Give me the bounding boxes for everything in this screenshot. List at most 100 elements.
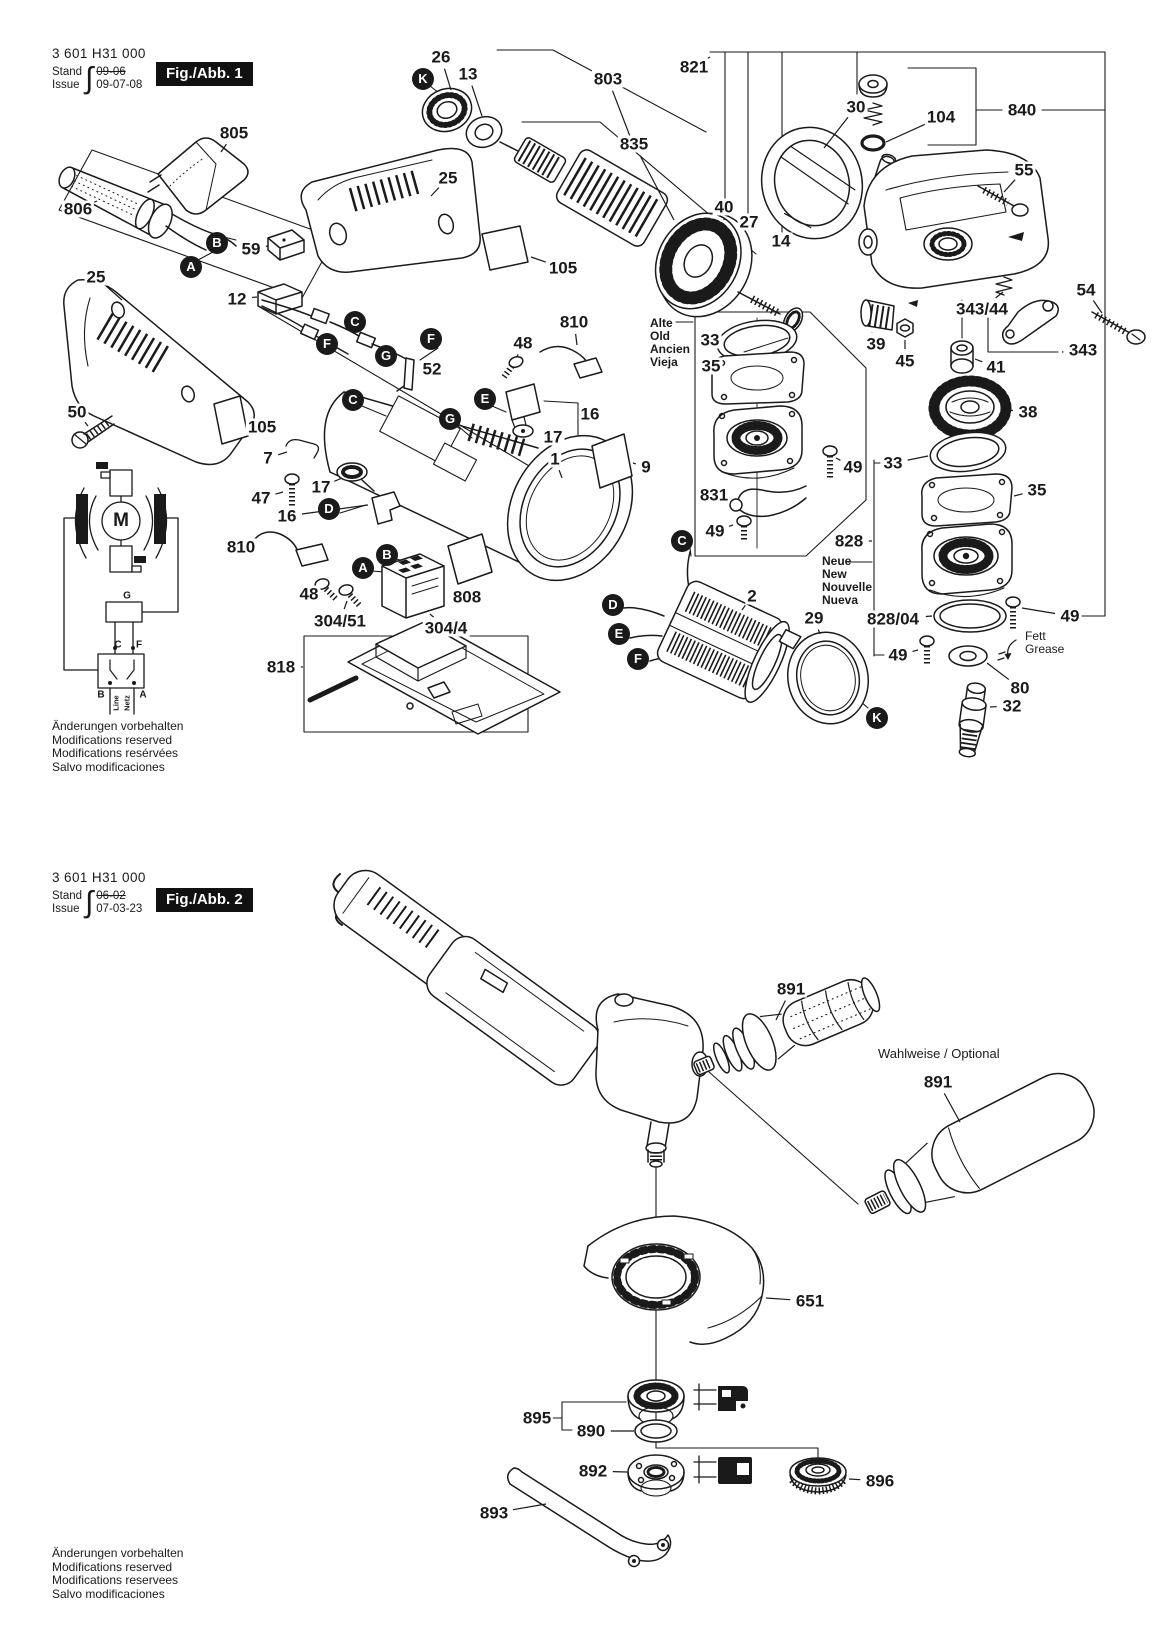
- fig1-callout-D: D: [318, 498, 340, 520]
- fig1-part-label-808: 808: [450, 587, 484, 607]
- fig1-part-label-55: 55: [1012, 160, 1036, 180]
- fig1-callout-G: G: [375, 345, 397, 367]
- fig2-part-label-891: 891: [921, 1072, 955, 1092]
- fig1-part-label-35: 35: [699, 356, 723, 376]
- note-line: Modifications reservees: [52, 1573, 179, 1587]
- fig2-part-label-893: 893: [477, 1503, 511, 1523]
- fig1-callout-A: A: [180, 256, 202, 278]
- note-line: Fett: [1025, 629, 1046, 643]
- fig2-figure-badge: Fig./Abb. 2: [156, 888, 253, 912]
- fig1-part-label-16: 16: [578, 404, 602, 424]
- fig1-part-label-805: 805: [217, 123, 251, 143]
- fig1-part-label-33: 33: [698, 330, 722, 350]
- fig1-part-label-25: 25: [436, 168, 460, 188]
- fig1-part-label-104: 104: [924, 107, 958, 127]
- fig1-part-label-49: 49: [841, 457, 865, 477]
- note-line: Salvo modificaciones: [52, 759, 165, 774]
- note-line: Old: [650, 329, 670, 343]
- fig1-part-label-41: 41: [984, 357, 1008, 377]
- fig1-part-label-29: 29: [802, 608, 826, 628]
- fig1-callout-E: E: [608, 623, 630, 645]
- fig1-part-label-13: 13: [456, 64, 480, 84]
- note-line: Modifications reserved: [52, 732, 173, 747]
- note-line: Vieja: [650, 355, 678, 369]
- fig1-part-label-25: 25: [84, 267, 108, 287]
- fig1-part-label-49: 49: [703, 521, 727, 541]
- fig1-callout-E: E: [474, 388, 496, 410]
- fig2-part-label-896: 896: [863, 1471, 897, 1491]
- fig1-part-label-50: 50: [65, 402, 89, 422]
- note-line: Grease: [1025, 642, 1065, 656]
- fig1-part-label-47: 47: [249, 488, 273, 508]
- issue-date: 09-07-08: [96, 79, 143, 91]
- fig1-part-label-831: 831: [697, 485, 731, 505]
- schematic-terminal-f: F: [135, 639, 143, 651]
- fig1-part-label-48: 48: [511, 333, 535, 353]
- fig1-part-label-32: 32: [1000, 696, 1024, 716]
- fig1-callout-A: A: [352, 557, 374, 579]
- fig1-part-label-828/04: 828/04: [865, 609, 921, 629]
- fig2-part-label-892: 892: [576, 1461, 610, 1481]
- issue-label: Issue: [52, 903, 80, 915]
- fig1-callout-K: K: [866, 707, 888, 729]
- note-optional: Wahlweise / Optional: [878, 1046, 1000, 1061]
- fig1-part-label-105: 105: [245, 417, 279, 437]
- fig1-part-label-27: 27: [737, 212, 761, 232]
- fig1-part-label-59: 59: [239, 239, 263, 259]
- part-number: 3 601 H31 000: [52, 870, 146, 885]
- fig1-callout-C: C: [671, 530, 693, 552]
- fig1-callout-F: F: [627, 648, 649, 670]
- note-line: Änderungen vorbehalten: [52, 1546, 184, 1560]
- fig1-part-label-821: 821: [677, 57, 711, 77]
- part-number: 3 601 H31 000: [52, 46, 146, 61]
- note-line: Alte: [650, 316, 673, 330]
- schematic-terminal-c: C: [114, 639, 122, 651]
- fig1-part-label-835: 835: [617, 134, 651, 154]
- note-line: Modifications resérvées: [52, 746, 179, 760]
- fig1-part-label-806: 806: [61, 199, 95, 219]
- issue-row: Stand Issue ∫ 09-06 09-07-08: [52, 62, 146, 95]
- fig1-part-label-810: 810: [557, 312, 591, 332]
- fig1-part-label-304/51: 304/51: [312, 611, 368, 631]
- fig1-callout-C: C: [342, 389, 364, 411]
- superseded-date: 06-02: [96, 890, 126, 902]
- fig1-part-label-105: 105: [546, 258, 580, 278]
- note-line: Neue: [822, 554, 852, 568]
- fig1-part-label-840: 840: [1005, 100, 1039, 120]
- note-line: Nouvelle: [822, 580, 873, 594]
- fig1-part-label-7: 7: [261, 448, 275, 468]
- note-line: Modifications reserved: [52, 1559, 173, 1574]
- fig1-callout-K: K: [412, 68, 434, 90]
- fig1-callout-C: C: [344, 311, 366, 333]
- fig1-part-label-803: 803: [591, 69, 625, 89]
- fig1-callout-F: F: [316, 333, 338, 355]
- fig1-part-label-48: 48: [297, 584, 321, 604]
- fig1-part-label-39: 39: [864, 334, 888, 354]
- fig1-part-label-1: 1: [548, 449, 562, 469]
- fig1-callout-B: B: [206, 232, 228, 254]
- fig1-part-label-49: 49: [1058, 606, 1082, 626]
- fig1-part-label-45: 45: [893, 351, 917, 371]
- issue-date: 07-03-23: [96, 903, 143, 915]
- fig1-part-label-54: 54: [1074, 280, 1098, 300]
- fig2-part-label-891: 891: [774, 979, 808, 999]
- schematic-terminal-a: A: [139, 689, 147, 701]
- fig1-part-label-9: 9: [639, 457, 653, 477]
- brace-glyph: ∫: [85, 62, 94, 95]
- note-line: New: [822, 567, 847, 581]
- fig2-header: 3 601 H31 000 Stand Issue ∫ 06-02 07-03-…: [52, 870, 146, 918]
- fig1-part-label-12: 12: [225, 289, 249, 309]
- fig1-part-label-304/4: 304/4: [422, 618, 470, 638]
- fig1-part-label-16: 16: [275, 506, 299, 526]
- note-line: Nueva: [822, 593, 859, 607]
- fig1-part-label-35: 35: [1025, 480, 1049, 500]
- schematic-terminal-g: G: [123, 590, 131, 602]
- fig1-part-label-14: 14: [769, 231, 793, 251]
- fig1-part-label-810: 810: [224, 537, 258, 557]
- fig1-callout-D: D: [602, 594, 624, 616]
- stand-label: Stand: [52, 66, 83, 78]
